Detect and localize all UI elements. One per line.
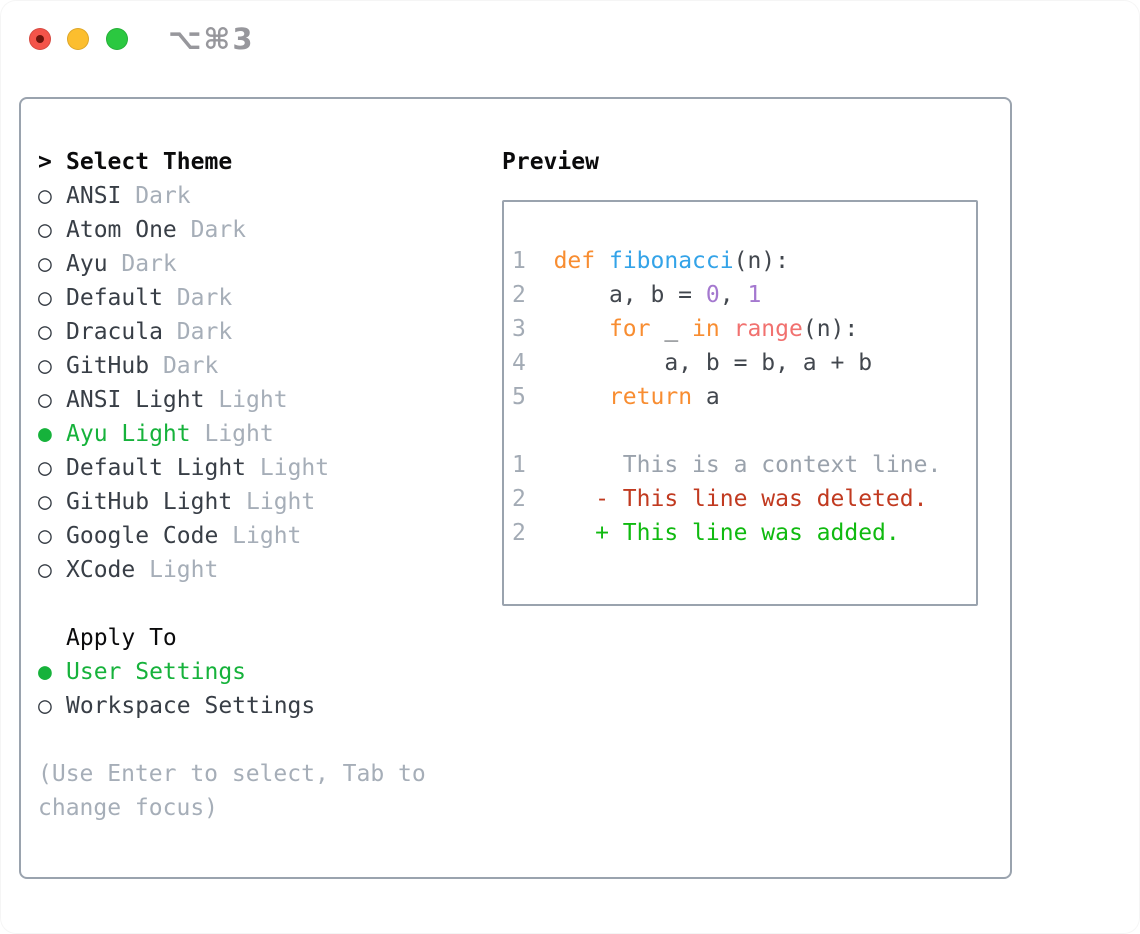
theme-name: Default xyxy=(66,285,177,311)
theme-variant: Dark xyxy=(176,319,233,345)
theme-variant: Dark xyxy=(176,285,233,311)
theme-variant: Dark xyxy=(121,251,177,277)
theme-name: Ayu Light xyxy=(66,421,205,447)
theme-name: Dracula xyxy=(66,319,177,345)
theme-item[interactable]: ● Ayu Light Light xyxy=(38,417,478,451)
radio-icon: ○ xyxy=(38,183,52,209)
theme-item[interactable]: ○ Atom One Dark xyxy=(38,213,478,247)
theme-name: Google Code xyxy=(66,523,233,549)
radio-icon: ○ xyxy=(38,693,52,719)
theme-selector-pane: > Select Theme ○ ANSI Dark ○ Atom One Dark ○ A… xyxy=(38,145,478,825)
radio-icon: ○ xyxy=(38,455,52,481)
apply-option-label: User Settings xyxy=(66,659,247,685)
theme-variant: Light xyxy=(204,421,274,447)
select-theme-header: > Select Theme xyxy=(38,145,478,179)
preview-pane: Preview 1 def fibonacci(n): 2 a, b = 0, … xyxy=(502,145,997,606)
apply-to-list: ● User Settings ○ Workspace Settings xyxy=(38,655,478,723)
titlebar: ⌥⌘3 xyxy=(0,0,1140,78)
apply-to-header: Apply To xyxy=(66,625,177,651)
apply-option[interactable]: ● User Settings xyxy=(38,655,478,689)
theme-item[interactable]: ○ ANSI Dark xyxy=(38,179,478,213)
theme-variant: Light xyxy=(259,455,330,481)
radio-icon: ○ xyxy=(38,523,52,549)
theme-item[interactable]: ○ Google Code Light xyxy=(38,519,478,553)
theme-name: ANSI Light xyxy=(66,387,219,413)
theme-variant: Light xyxy=(218,387,288,413)
theme-picker-panel: > Select Theme ○ ANSI Dark ○ Atom One Dark ○ A… xyxy=(19,97,1012,879)
cursor-marker: > xyxy=(38,149,52,175)
theme-variant: Dark xyxy=(135,183,191,209)
theme-variant: Light xyxy=(149,557,219,583)
theme-item[interactable]: ○ GitHub Light Light xyxy=(38,485,478,519)
theme-name: Atom One xyxy=(66,217,191,243)
theme-item[interactable]: ○ XCode Light xyxy=(38,553,478,587)
theme-item[interactable]: ○ ANSI Light Light xyxy=(38,383,478,417)
close-button[interactable] xyxy=(29,28,51,50)
theme-item[interactable]: ○ Default Light Light xyxy=(38,451,478,485)
radio-icon: ○ xyxy=(38,319,52,345)
preview-code-box: 1 def fibonacci(n): 2 a, b = 0, 1 3 for … xyxy=(502,200,978,606)
spacer xyxy=(38,587,478,621)
theme-name: GitHub xyxy=(66,353,163,379)
radio-icon: ● xyxy=(38,659,52,685)
keyboard-hint: (Use Enter to select, Tab to change focu… xyxy=(38,761,426,821)
minimize-button[interactable] xyxy=(67,28,89,50)
theme-item[interactable]: ○ Dracula Dark xyxy=(38,315,478,349)
radio-icon: ○ xyxy=(38,217,52,243)
theme-item[interactable]: ○ Default Dark xyxy=(38,281,478,315)
theme-name: XCode xyxy=(66,557,150,583)
theme-name: Ayu xyxy=(66,251,122,277)
radio-icon: ○ xyxy=(38,489,52,515)
theme-name: Default Light xyxy=(66,455,260,481)
theme-variant: Dark xyxy=(162,353,219,379)
radio-icon: ● xyxy=(38,421,52,447)
radio-icon: ○ xyxy=(38,353,52,379)
radio-icon: ○ xyxy=(38,285,52,311)
theme-variant: Light xyxy=(246,489,316,515)
theme-list: ○ ANSI Dark ○ Atom One Dark ○ Ayu Dark ○ Defaul… xyxy=(38,179,478,587)
maximize-button[interactable] xyxy=(106,28,128,50)
select-theme-title: Select Theme xyxy=(66,149,233,175)
radio-icon: ○ xyxy=(38,557,52,583)
theme-item[interactable]: ○ Ayu Dark xyxy=(38,247,478,281)
radio-icon: ○ xyxy=(38,251,52,277)
apply-option-label: Workspace Settings xyxy=(66,693,316,719)
window-title: ⌥⌘3 xyxy=(168,22,255,56)
theme-variant: Light xyxy=(232,523,302,549)
radio-icon: ○ xyxy=(38,387,52,413)
preview-title: Preview xyxy=(502,149,599,175)
theme-item[interactable]: ○ GitHub Dark xyxy=(38,349,478,383)
theme-name: ANSI xyxy=(66,183,136,209)
theme-name: GitHub Light xyxy=(66,489,247,515)
theme-variant: Dark xyxy=(190,217,247,243)
preview-code: 1 def fibonacci(n): 2 a, b = 0, 1 3 for … xyxy=(512,248,942,546)
apply-option[interactable]: ○ Workspace Settings xyxy=(38,689,478,723)
